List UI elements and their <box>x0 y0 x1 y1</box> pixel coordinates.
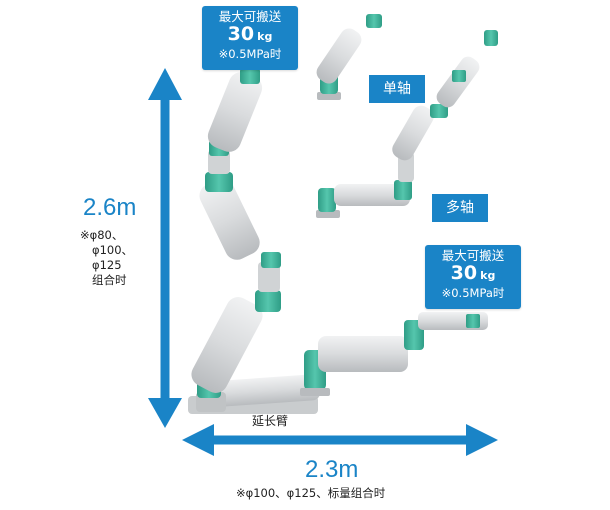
badge-top-note: ※0.5MPa时 <box>218 47 282 61</box>
long-arm-illustration <box>188 68 488 414</box>
width-note: ※φ100、φ125、标量组合时 <box>236 486 386 500</box>
multi-axis-arm-illustration <box>316 30 498 218</box>
single-axis-arm-illustration <box>316 14 382 100</box>
width-arrow <box>182 424 498 456</box>
badge-right-note: ※0.5MPa时 <box>441 286 505 300</box>
extension-arm-label: 延长臂 <box>252 414 289 428</box>
badge-top-title: 最大可搬送 <box>218 9 282 24</box>
multi-axis-label: 多轴 <box>432 194 488 222</box>
height-arrow <box>148 68 182 428</box>
height-note: ※φ80、 φ100、 φ125 组合时 <box>80 228 134 287</box>
single-axis-label: 单轴 <box>369 75 425 103</box>
badge-right-title: 最大可搬送 <box>441 248 505 263</box>
width-value: 2.3m <box>305 456 359 483</box>
height-value: 2.6m <box>83 194 137 221</box>
